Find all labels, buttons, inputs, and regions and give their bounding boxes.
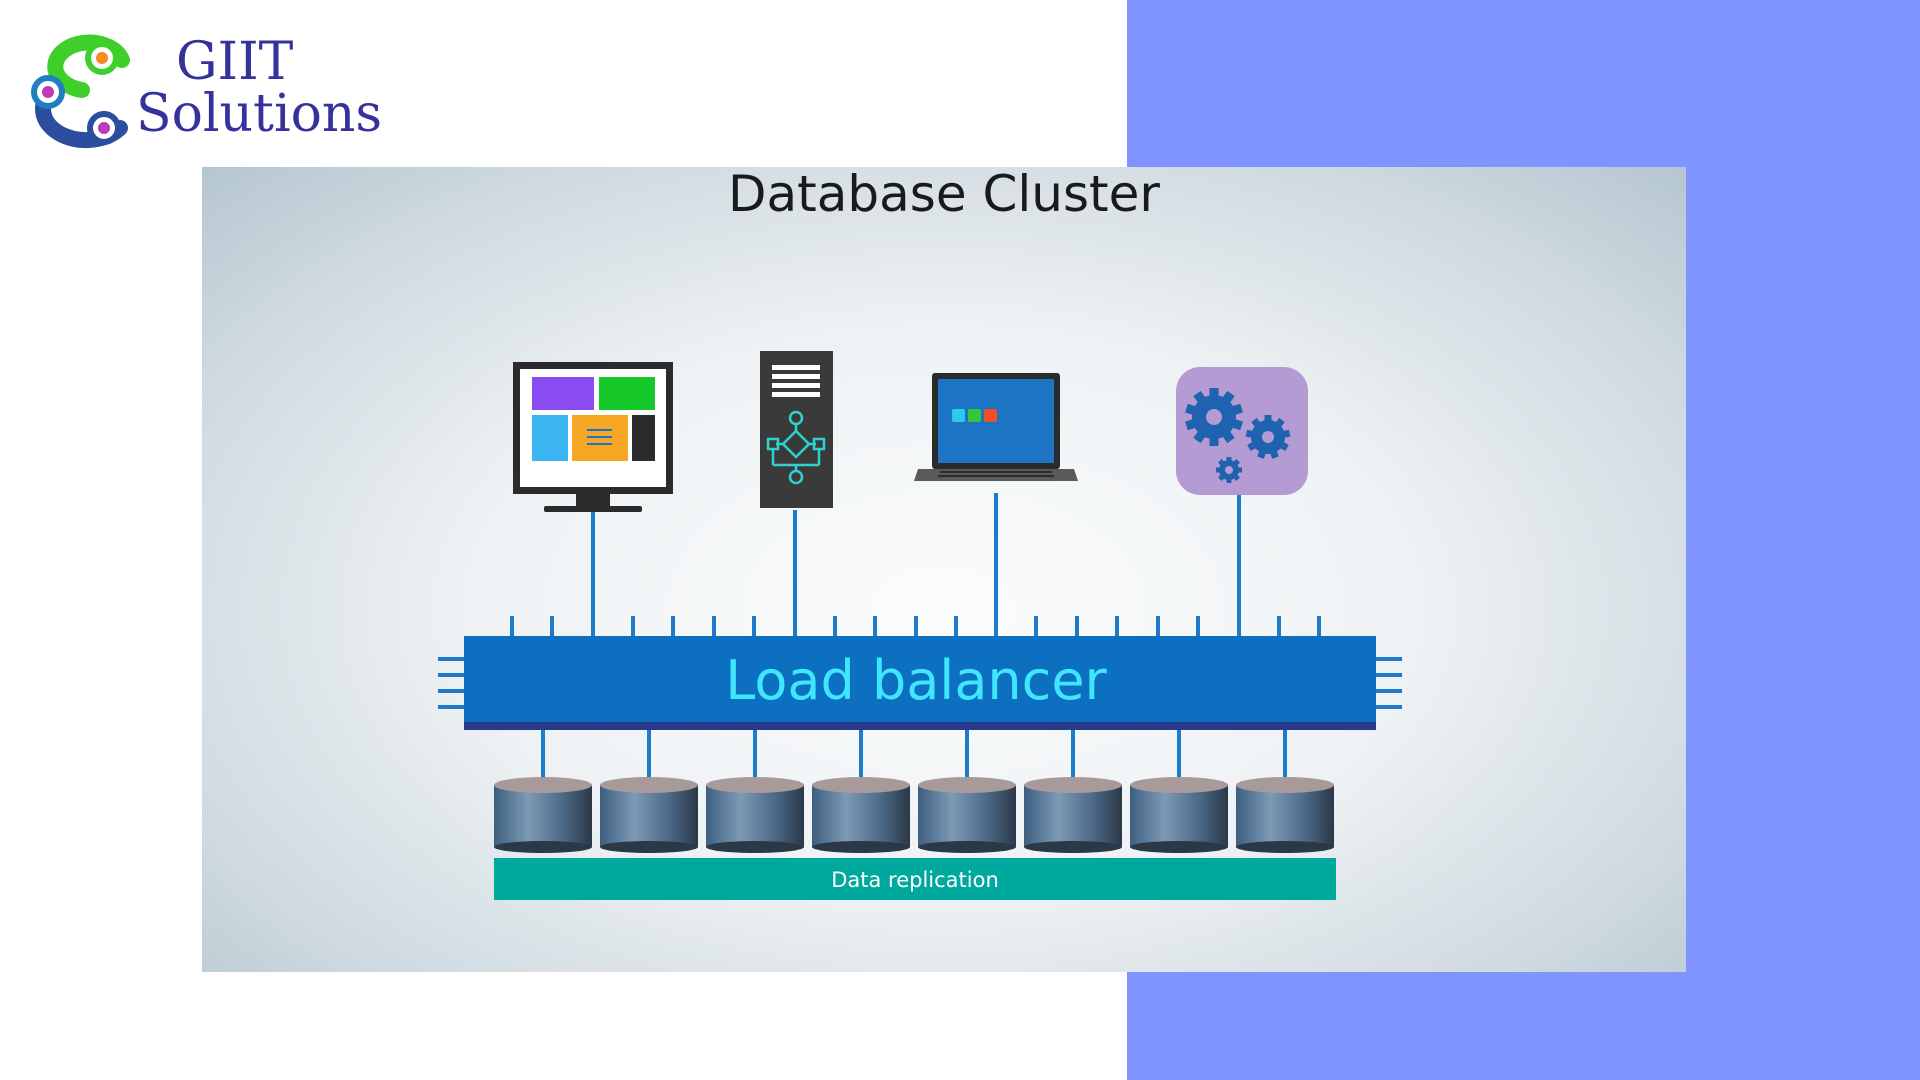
brand-name-line1: GIIT bbox=[176, 32, 294, 92]
load-balancer-pins bbox=[510, 616, 1321, 636]
database-cylinder-icon bbox=[1236, 730, 1334, 853]
diagram-canvas: Load balancer Data replication bbox=[438, 351, 1402, 900]
load-balancer: Load balancer bbox=[438, 636, 1402, 730]
database-cylinder-icon bbox=[1024, 730, 1122, 853]
database-cylinder-icon bbox=[918, 730, 1016, 853]
diagram-title: Database Cluster bbox=[728, 167, 1160, 223]
desktop-monitor-icon bbox=[513, 362, 673, 512]
gears-icon bbox=[1176, 367, 1308, 495]
brand-name: GIIT Solutions bbox=[136, 36, 382, 140]
data-replication-label: Data replication bbox=[831, 868, 999, 892]
chain-link-logo-icon bbox=[31, 34, 130, 149]
brand-name-line2: Solutions bbox=[136, 84, 383, 144]
database-cylinder-icon bbox=[812, 730, 910, 853]
database-cylinder-icon bbox=[494, 730, 592, 853]
data-replication-bar: Data replication bbox=[494, 858, 1336, 900]
client-connectors bbox=[591, 493, 1241, 637]
load-balancer-label: Load balancer bbox=[725, 649, 1107, 712]
database-cylinder-icon bbox=[600, 730, 698, 853]
laptop-icon bbox=[914, 373, 1078, 481]
brand-logo: GIIT Solutions bbox=[24, 30, 382, 160]
server-tower-icon bbox=[760, 351, 833, 508]
database-cylinder-icon bbox=[1130, 730, 1228, 853]
database-cylinder-icon bbox=[706, 730, 804, 853]
database-nodes bbox=[494, 730, 1334, 853]
database-cluster-diagram: Database Cluster bbox=[202, 167, 1686, 972]
